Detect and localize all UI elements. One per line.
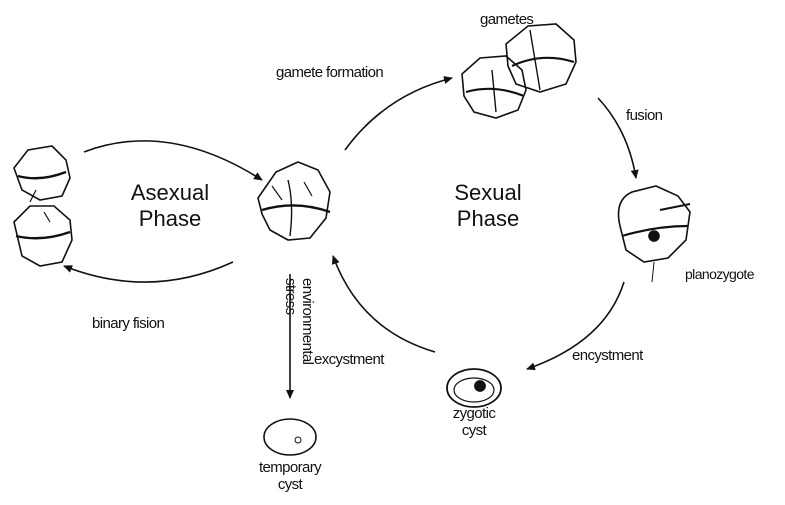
gametes-label: gametes <box>480 12 533 29</box>
gamete-formation-label: gamete formation <box>276 65 383 82</box>
arrow-to-asexual-center <box>84 141 262 180</box>
dividing-cells-icon <box>14 146 72 266</box>
gametes-icon <box>462 24 576 118</box>
arrow-binary-fission <box>64 262 233 282</box>
planozygote-icon <box>619 186 691 282</box>
asexual-phase-label: Asexual Phase <box>110 180 230 233</box>
vegetative-cell-icon <box>258 162 330 240</box>
excystment-label: excystment <box>314 352 384 369</box>
sexual-phase-label: Sexual Phase <box>428 180 548 233</box>
arrow-excystment <box>333 256 435 352</box>
zygotic-cyst-label: zygotic cyst <box>444 406 504 439</box>
binary-fission-label: binary fision <box>92 316 164 333</box>
zygotic-cyst-icon <box>447 369 501 407</box>
planozygote-label: planozygote <box>685 267 754 282</box>
temporary-cyst-label: temporary cyst <box>250 460 330 493</box>
encystment-label: encystment <box>572 348 643 365</box>
arrow-gamete-formation <box>345 78 452 150</box>
temporary-cyst-icon <box>264 419 316 455</box>
fusion-label: fusion <box>626 108 662 125</box>
environmental-stress-label: environmental stress <box>282 278 316 364</box>
